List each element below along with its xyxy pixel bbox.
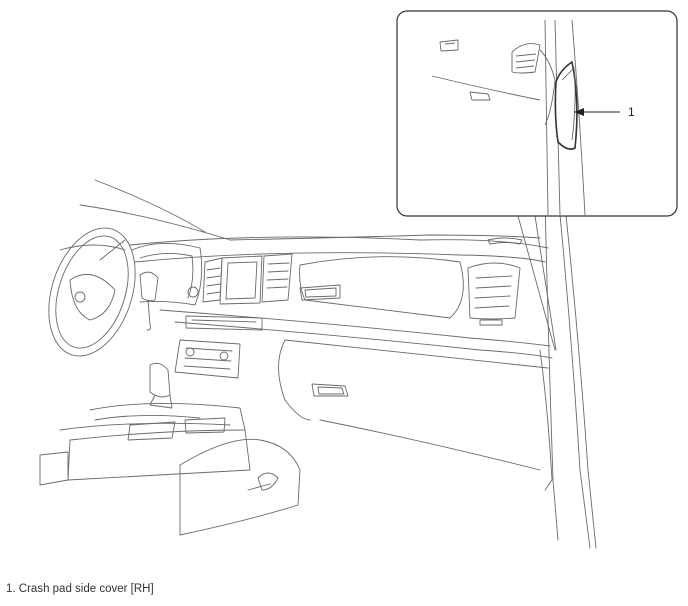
inset-connector	[517, 215, 557, 351]
instrument-cluster	[131, 243, 203, 306]
passenger-vent	[467, 262, 521, 326]
crash-pad-side-cover	[554, 61, 578, 150]
center-vent-left	[202, 257, 223, 303]
passenger-dash-panel	[299, 256, 464, 319]
a-pillar-frame	[539, 199, 597, 549]
detail-inset: 1	[396, 10, 678, 217]
floor-panel	[179, 438, 301, 536]
center-vent-right	[261, 253, 293, 303]
steering-wheel	[48, 227, 136, 357]
legend-caption: 1. Crash pad side cover [RH]	[6, 583, 154, 595]
control-stalk	[139, 271, 159, 331]
dashboard-illustration: 1	[39, 10, 678, 549]
callout-leader	[574, 108, 620, 116]
dashboard-top	[129, 236, 553, 359]
windshield-lines	[79, 179, 541, 241]
center-console	[39, 403, 251, 486]
center-display	[219, 255, 263, 305]
callout-number: 1	[628, 105, 635, 119]
glove-box	[278, 339, 549, 471]
gear-shifter	[149, 362, 173, 409]
center-stack-controls	[174, 315, 263, 379]
